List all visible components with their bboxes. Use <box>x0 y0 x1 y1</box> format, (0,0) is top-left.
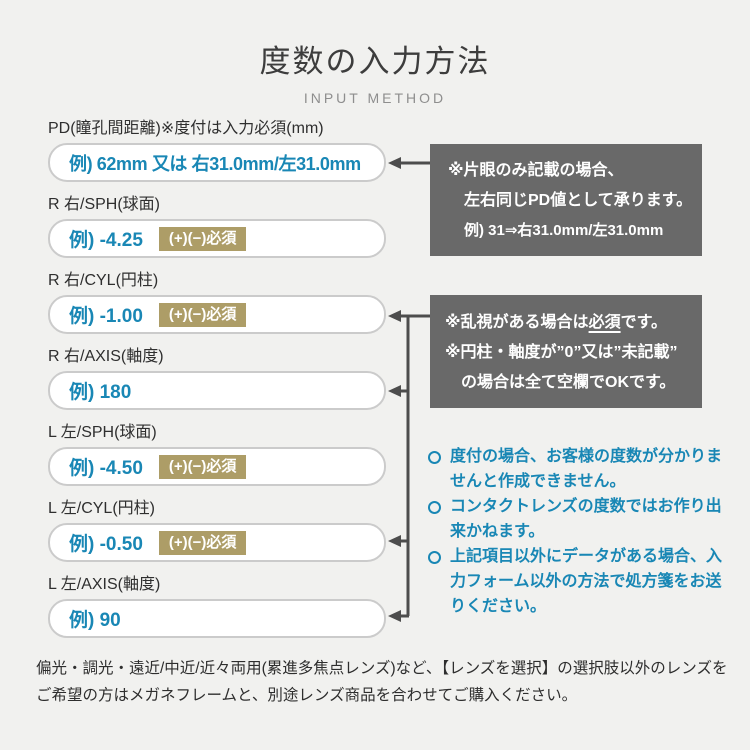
page-subtitle: INPUT METHOD <box>303 90 447 106</box>
l-cyl-label: L 左/CYL(円柱) <box>48 500 155 517</box>
field-l-axis: L 左/AXIS(軸度) 例) 90 <box>48 575 386 638</box>
cyl-note-line2: ※円柱・軸度が”0”又は”未記載” <box>445 344 678 361</box>
notice-list: 度付の場合、お客様の度数が分かりませんと作成できません。 コンタクトレンズの度数… <box>428 444 730 619</box>
pd-note-box: ※片眼のみ記載の場合、 左右同じPD値として承ります。 例) 31⇒右31.0m… <box>430 144 702 256</box>
list-item: 度付の場合、お客様の度数が分かりませんと作成できません。 <box>428 444 730 494</box>
field-l-sph: L 左/SPH(球面) 例) -4.50 (+)(−)必須 <box>48 423 386 486</box>
connector-astigmatism-note <box>388 310 430 622</box>
l-sph-example-value: 例) -4.50 <box>69 458 143 479</box>
notice-text: 度付の場合、お客様の度数が分かりませんと作成できません。 <box>450 448 723 490</box>
list-item: コンタクトレンズの度数ではお作り出来かねます。 <box>428 494 730 544</box>
r-axis-example-value: 例) 180 <box>69 382 132 403</box>
pd-example-value: 例) 62mm 又は 右31.0mm/左31.0mm <box>69 153 361 174</box>
pd-note-line2: 左右同じPD値として承ります。 <box>464 192 693 209</box>
footer-disclaimer: 偏光・調光・遠近/中近/近々両用(累進多焦点レンズ)など、【レンズを選択】の選択… <box>36 660 728 704</box>
cyl-axis-note-box: ※乱視がある場合は必須です。 ※円柱・軸度が”0”又は”未記載” の場合は全て空… <box>430 295 702 408</box>
page-header: 度数の入力方法 INPUT METHOD <box>0 36 750 106</box>
field-r-axis: R 右/AXIS(軸度) 例) 180 <box>48 347 386 410</box>
circle-bullet-icon <box>428 451 441 464</box>
prescription-form: PD(瞳孔間距離)※度付は入力必須(mm) 例) 62mm 又は 右31.0mm… <box>48 119 386 651</box>
pd-input[interactable]: 例) 62mm 又は 右31.0mm/左31.0mm <box>48 143 386 182</box>
arrow-pd-note <box>388 157 430 169</box>
field-pd: PD(瞳孔間距離)※度付は入力必須(mm) 例) 62mm 又は 右31.0mm… <box>48 119 386 182</box>
r-cyl-label: R 右/CYL(円柱) <box>48 272 159 289</box>
l-sph-label: L 左/SPH(球面) <box>48 424 157 441</box>
pd-note-line3: 例) 31⇒右31.0mm/左31.0mm <box>464 222 664 239</box>
circle-bullet-icon <box>428 501 441 514</box>
circle-bullet-icon <box>428 551 441 564</box>
cyl-note-line1: ※乱視がある場合は必須です。 <box>445 314 667 331</box>
required-sign-badge: (+)(−)必須 <box>158 302 247 327</box>
required-sign-badge: (+)(−)必須 <box>158 226 247 251</box>
r-axis-input[interactable]: 例) 180 <box>48 371 386 410</box>
r-cyl-example-value: 例) -1.00 <box>69 306 143 327</box>
l-axis-example-value: 例) 90 <box>69 610 121 631</box>
r-sph-example-value: 例) -4.25 <box>69 230 143 251</box>
pd-label: PD(瞳孔間距離)※度付は入力必須(mm) <box>48 120 324 137</box>
notice-text: コンタクトレンズの度数ではお作り出来かねます。 <box>450 498 722 540</box>
field-l-cyl: L 左/CYL(円柱) 例) -0.50 (+)(−)必須 <box>48 499 386 562</box>
r-sph-label: R 右/SPH(球面) <box>48 196 161 213</box>
required-sign-badge: (+)(−)必須 <box>158 530 247 555</box>
l-cyl-input[interactable]: 例) -0.50 (+)(−)必須 <box>48 523 386 562</box>
r-axis-label: R 右/AXIS(軸度) <box>48 348 164 365</box>
field-r-cyl: R 右/CYL(円柱) 例) -1.00 (+)(−)必須 <box>48 271 386 334</box>
r-sph-input[interactable]: 例) -4.25 (+)(−)必須 <box>48 219 386 258</box>
required-sign-badge: (+)(−)必須 <box>158 454 247 479</box>
pd-note-line1: ※片眼のみ記載の場合、 <box>448 162 624 179</box>
cyl-note-line3: の場合は全て空欄でOKです。 <box>461 374 676 391</box>
l-axis-input[interactable]: 例) 90 <box>48 599 386 638</box>
list-item: 上記項目以外にデータがある場合、入力フォーム以外の方法で処方箋をお送りください。 <box>428 544 730 619</box>
page-title: 度数の入力方法 <box>259 44 491 79</box>
l-cyl-example-value: 例) -0.50 <box>69 534 143 555</box>
l-axis-label: L 左/AXIS(軸度) <box>48 576 161 593</box>
l-sph-input[interactable]: 例) -4.50 (+)(−)必須 <box>48 447 386 486</box>
field-r-sph: R 右/SPH(球面) 例) -4.25 (+)(−)必須 <box>48 195 386 258</box>
r-cyl-input[interactable]: 例) -1.00 (+)(−)必須 <box>48 295 386 334</box>
required-emphasis: 必須 <box>588 314 621 331</box>
notice-text: 上記項目以外にデータがある場合、入力フォーム以外の方法で処方箋をお送りください。 <box>450 548 723 615</box>
